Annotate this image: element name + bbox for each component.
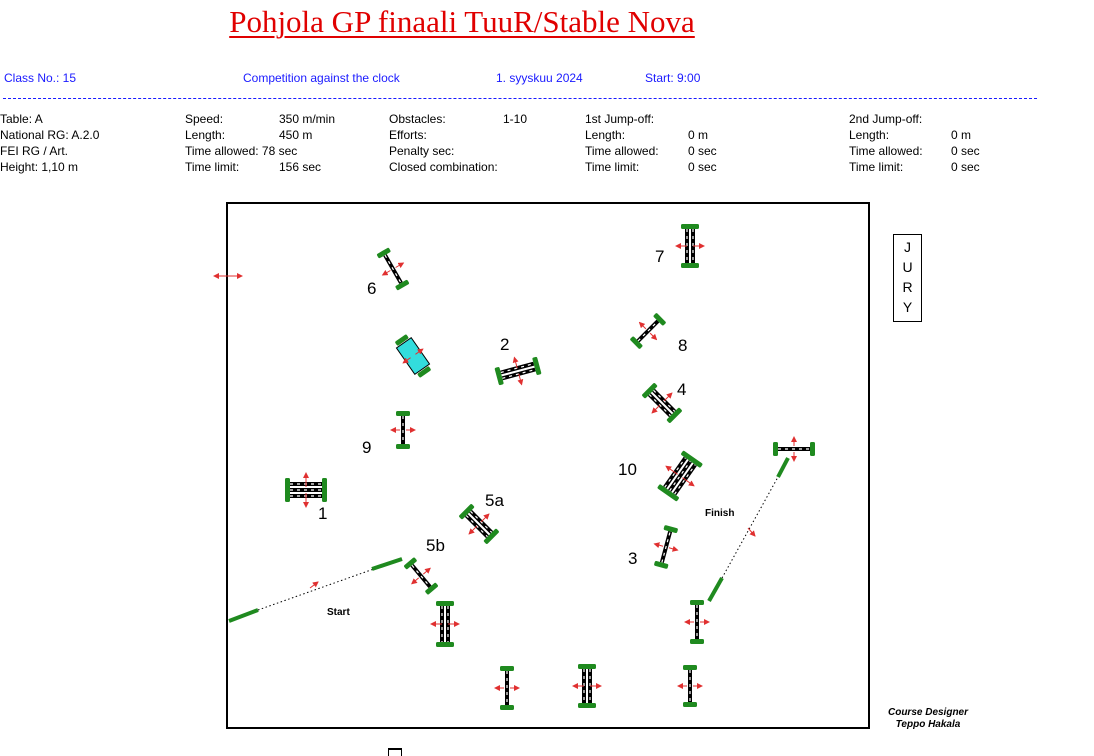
label-2: 2: [500, 335, 509, 354]
height: Height: 1,10 m: [0, 160, 79, 174]
details-speed-labels: Speed: Length: Time allowed: 78 sec Time…: [185, 111, 297, 175]
details-speed-values: 350 m/min 450 m 156 sec: [279, 111, 335, 175]
label-10: 10: [618, 460, 637, 479]
closed-combination-label: Closed combination:: [389, 160, 498, 174]
fence-bottom-b: [572, 664, 602, 708]
start-label: Start: [327, 607, 350, 618]
fence-7: [675, 224, 705, 268]
efforts-label: Efforts:: [389, 128, 427, 142]
jumpoff2-time-allowed: 0 sec: [951, 144, 980, 158]
fence-right-edge: [773, 436, 815, 462]
fence-3: [653, 525, 679, 569]
bottom-mark: [388, 748, 402, 756]
jumpoff1-values: 0 m 0 sec 0 sec: [688, 111, 717, 175]
designer-name: Teppo Hakala: [895, 719, 961, 730]
jumpoff2-values: 0 m 0 sec 0 sec: [951, 111, 980, 175]
label-9: 9: [362, 438, 371, 457]
table-label: Table: A: [0, 112, 43, 126]
time-limit-value: 156 sec: [279, 160, 322, 174]
details-general: Table: A National RG: A.2.0 FEI RG / Art…: [0, 111, 99, 175]
fence-5b: [404, 557, 438, 595]
fence-bottom-c: [677, 665, 703, 707]
jumpoff2-time-limit-label: Time limit:: [849, 160, 904, 174]
water-jump: [395, 334, 431, 378]
fence-6: [376, 247, 410, 291]
label-6: 6: [367, 279, 376, 298]
arena-boundary: [226, 202, 870, 729]
jumpoff1-time-limit-label: Time limit:: [585, 160, 640, 174]
national-rg: National RG: A.2.0: [0, 128, 100, 142]
jumpoff1-labels: 1st Jump-off: Length: Time allowed: Time…: [585, 111, 659, 175]
fence-5a: [459, 504, 499, 544]
label-8: 8: [678, 336, 687, 355]
speed-value: 350 m/min: [279, 112, 336, 126]
fence-4: [642, 383, 682, 423]
length-label: Length:: [185, 128, 226, 142]
jury-letter: Y: [902, 299, 913, 315]
fence-10: [657, 450, 703, 502]
label-7: 7: [655, 247, 664, 266]
label-5b: 5b: [426, 536, 445, 555]
competition-type: Competition against the clock: [243, 71, 400, 85]
length-value: 450 m: [279, 128, 313, 142]
obstacles-layer: [285, 224, 815, 710]
fence-bottom-left: [430, 601, 460, 647]
finish-line: [707, 457, 790, 602]
label-4: 4: [677, 380, 686, 399]
jumpoff1-time-limit: 0 sec: [688, 160, 717, 174]
class-number: Class No.: 15: [4, 71, 77, 85]
label-5a: 5a: [485, 491, 504, 510]
jumpoff1-title: 1st Jump-off:: [585, 112, 655, 126]
jumpoff2-time-allowed-label: Time allowed:: [849, 144, 923, 158]
fence-8: [630, 313, 666, 349]
header-divider: [3, 98, 1037, 99]
competition-date: 1. syyskuu 2024: [496, 71, 583, 85]
jumpoff1-length-label: Length:: [585, 128, 626, 142]
details-obstacle-labels: Obstacles: Efforts: Penalty sec: Closed …: [389, 111, 498, 175]
fence-2: [494, 356, 542, 386]
jumpoff2-length: 0 m: [951, 128, 972, 142]
jumpoff2-title: 2nd Jump-off:: [849, 112, 923, 126]
course-designer: Course Designer Teppo Hakala: [872, 707, 984, 731]
designer-role: Course Designer: [887, 707, 969, 718]
course-title: Pohjola GP finaali TuuR/Stable Nova: [229, 4, 695, 39]
jury-box: J U R Y: [893, 234, 922, 322]
fei-rg: FEI RG / Art.: [0, 144, 69, 158]
fence-9: [390, 411, 416, 449]
jury-letter: R: [902, 279, 913, 295]
jumpoff1-time-allowed: 0 sec: [688, 144, 717, 158]
time-allowed-label: Time allowed: 78 sec: [185, 144, 298, 158]
jumpoff2-length-label: Length:: [849, 128, 890, 142]
jumpoff1-length: 0 m: [688, 128, 709, 142]
time-limit-label: Time limit:: [185, 160, 240, 174]
obstacles-label: Obstacles:: [389, 112, 446, 126]
fence-lower-right: [684, 600, 710, 644]
speed-label: Speed:: [185, 112, 224, 126]
jumpoff1-time-allowed-label: Time allowed:: [585, 144, 659, 158]
label-3: 3: [628, 549, 637, 568]
label-1: 1: [318, 504, 327, 523]
start-time: Start: 9:00: [645, 71, 701, 85]
obstacles-value: 1-10: [503, 112, 528, 126]
finish-label: Finish: [705, 508, 734, 519]
jumpoff2-labels: 2nd Jump-off: Length: Time allowed: Time…: [849, 111, 923, 175]
penalty-label: Penalty sec:: [389, 144, 455, 158]
start-line: [228, 557, 403, 623]
jumpoff2-time-limit: 0 sec: [951, 160, 980, 174]
fence-1: [285, 472, 327, 508]
jury-letter: J: [904, 239, 911, 255]
fence-bottom-a: [494, 666, 520, 710]
jury-letter: U: [902, 259, 913, 275]
